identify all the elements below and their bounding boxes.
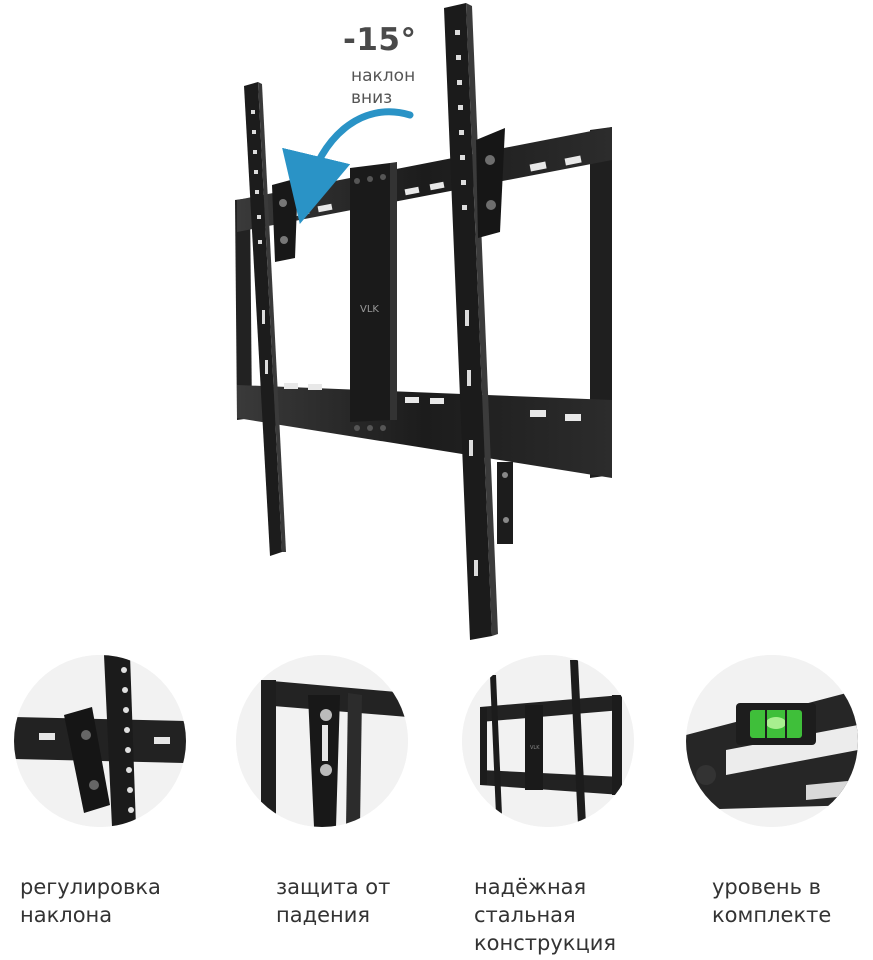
feature-steel-construction: VLK надёжная стальная конструкция <box>462 655 662 955</box>
svg-text:VLK: VLK <box>530 745 540 751</box>
wall-plate <box>235 127 612 478</box>
tv-wall-mount-illustration: VLK <box>235 3 612 640</box>
tilt-angle-label: -15° <box>343 22 417 58</box>
tilt-caption: наклон вниз <box>351 66 416 108</box>
feature-tilt-adjustment: регулировка наклона <box>14 655 214 955</box>
feature-level-included: уровень в комплекте <box>686 655 873 955</box>
feature-label: регулировка наклона <box>20 875 161 927</box>
feature-label: защита от падения <box>276 875 391 927</box>
bubble-level-closeup-icon <box>686 655 858 827</box>
feature-label: надёжная стальная конструкция <box>474 875 617 955</box>
feature-label: уровень в комплекте <box>712 875 832 927</box>
tilt-bracket-closeup-icon <box>14 655 186 827</box>
brand-mark: VLK <box>360 304 379 315</box>
safety-lock-closeup-icon <box>236 655 408 827</box>
left-tv-arm <box>244 82 298 556</box>
right-tv-arm <box>444 3 513 640</box>
tilt-arrow-icon <box>282 108 414 225</box>
product-hero: VLK <box>235 3 612 640</box>
steel-frame-closeup-icon: VLK <box>462 655 634 827</box>
feature-fall-protection: защита от падения <box>236 655 436 955</box>
